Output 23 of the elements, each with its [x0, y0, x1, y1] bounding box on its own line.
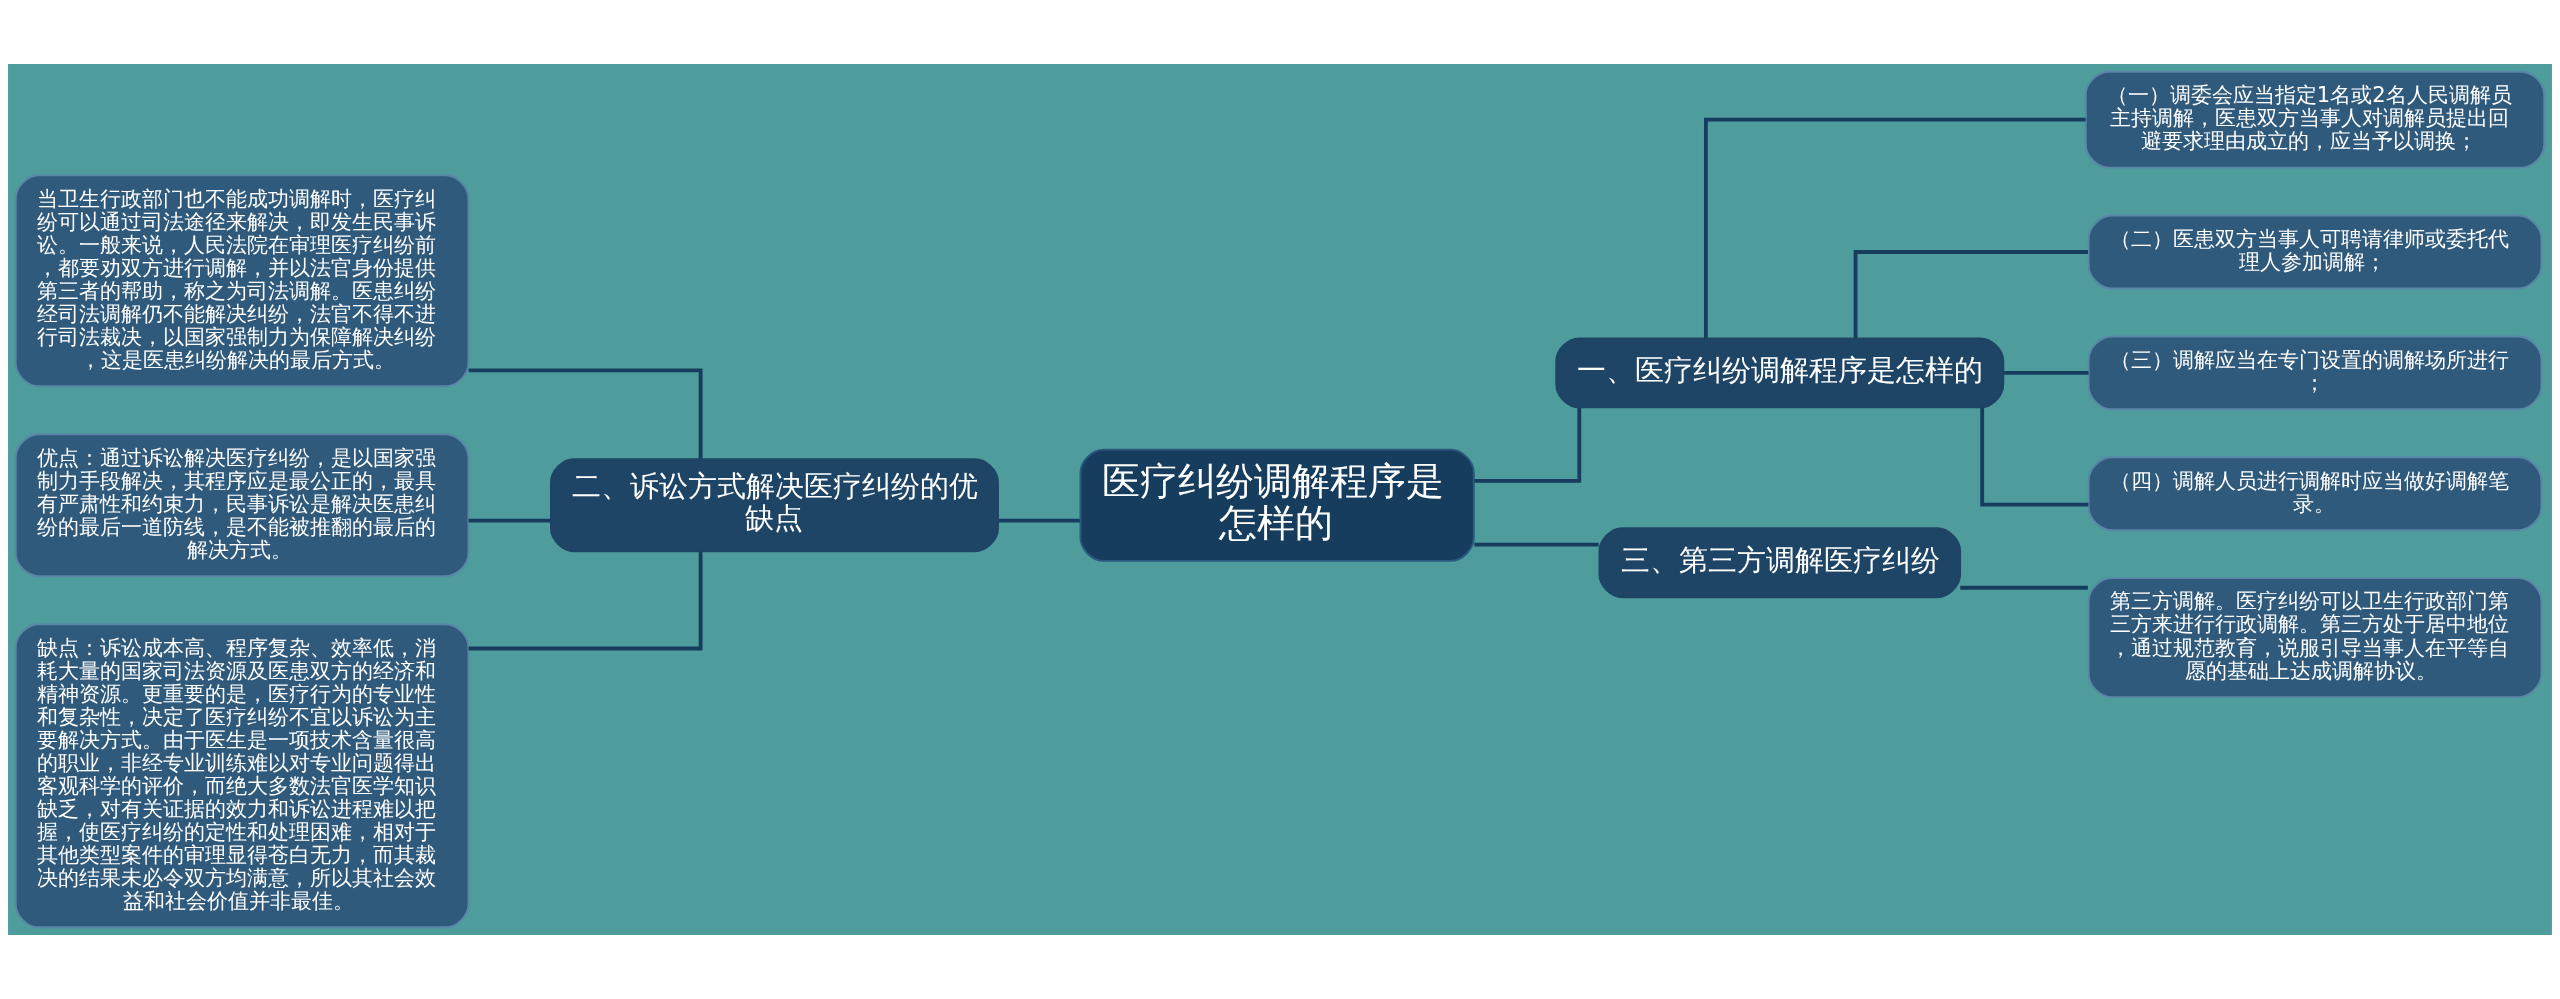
connector [468, 368, 703, 459]
node-box: 二、诉讼方式解决医疗纠纷的优缺点 [550, 458, 999, 553]
node-box: 医疗纠纷调解程序是怎样的 [1079, 448, 1475, 562]
connector [1980, 407, 2089, 507]
connector [468, 551, 703, 651]
connector [1474, 542, 1599, 547]
node-box: （一）调委会应当指定1名或2名人民调解员主持调解，医患双方当事人对调解员提出回避要求理由成立的，应当予以调换； [2084, 70, 2546, 169]
connector [1474, 407, 1582, 483]
node-box: 三、第三方调解医疗纠纷 [1598, 527, 1962, 599]
connector [1853, 250, 2088, 338]
node-box: 缺点：诉讼成本高、程序复杂、效率低，消耗大量的国家司法资源及医患双方的经济和精神资源。更重要的是，医疗行为的专业性和复杂性，决定了医疗纠纷不宜以诉讼为主要解决方式。由于医生是一项技术含量很高的职业，非经专业训练难以对专业问题得出客观科学的评价，而绝大多数法官医学知识缺乏，对有关证据的效力和诉讼进程难以把握，使医疗纠纷的定性和处理困难，相对于其他类型案件的审理显得苍白无力，而其裁决的结果未必令双方均满意，所以其社会效益和社会价值并非最佳。 [14, 623, 470, 929]
connector [2003, 370, 2089, 375]
node-box: （三）调解应当在专门设置的调解场所进行； [2087, 335, 2543, 411]
node-box: （四）调解人员进行调解时应当做好调解笔录。 [2087, 456, 2543, 532]
connector [998, 518, 1080, 523]
connector [1704, 117, 2086, 339]
node-box: 第三方调解。医疗纠纷可以卫生行政部门第三方来进行行政调解。第三方处于居中地位，通过规范教育，说服引导当事人在平等自愿的基础上达成调解协议。 [2087, 577, 2543, 699]
node-box: （二）医患双方当事人可聘请律师或委托代理人参加调解； [2087, 214, 2543, 290]
node-box: 一、医疗纠纷调解程序是怎样的 [1555, 337, 2005, 409]
node-box: 优点：通过诉讼解决医疗纠纷，是以国家强制力手段解决，其程序应是最公正的，最具有严肃性和约束力，民事诉讼是解决医患纠纷的最后一道防线，是不能被推翻的最后的解决方式。 [14, 433, 470, 578]
connector [1960, 585, 2088, 590]
node-box: 当卫生行政部门也不能成功调解时，医疗纠纷可以通过司法途径来解决，即发生民事诉讼。一般来说，人民法院在审理医疗纠纷前，都要劝双方进行调解，并以法官身份提供第三者的帮助，称之为司法调解。医患纠纷经司法调解仍不能解决纠纷，法官不得不进行司法裁决，以国家强制力为保障解决纠纷，这是医患纠纷解决的最后方式。 [14, 174, 470, 388]
connector [468, 518, 551, 523]
